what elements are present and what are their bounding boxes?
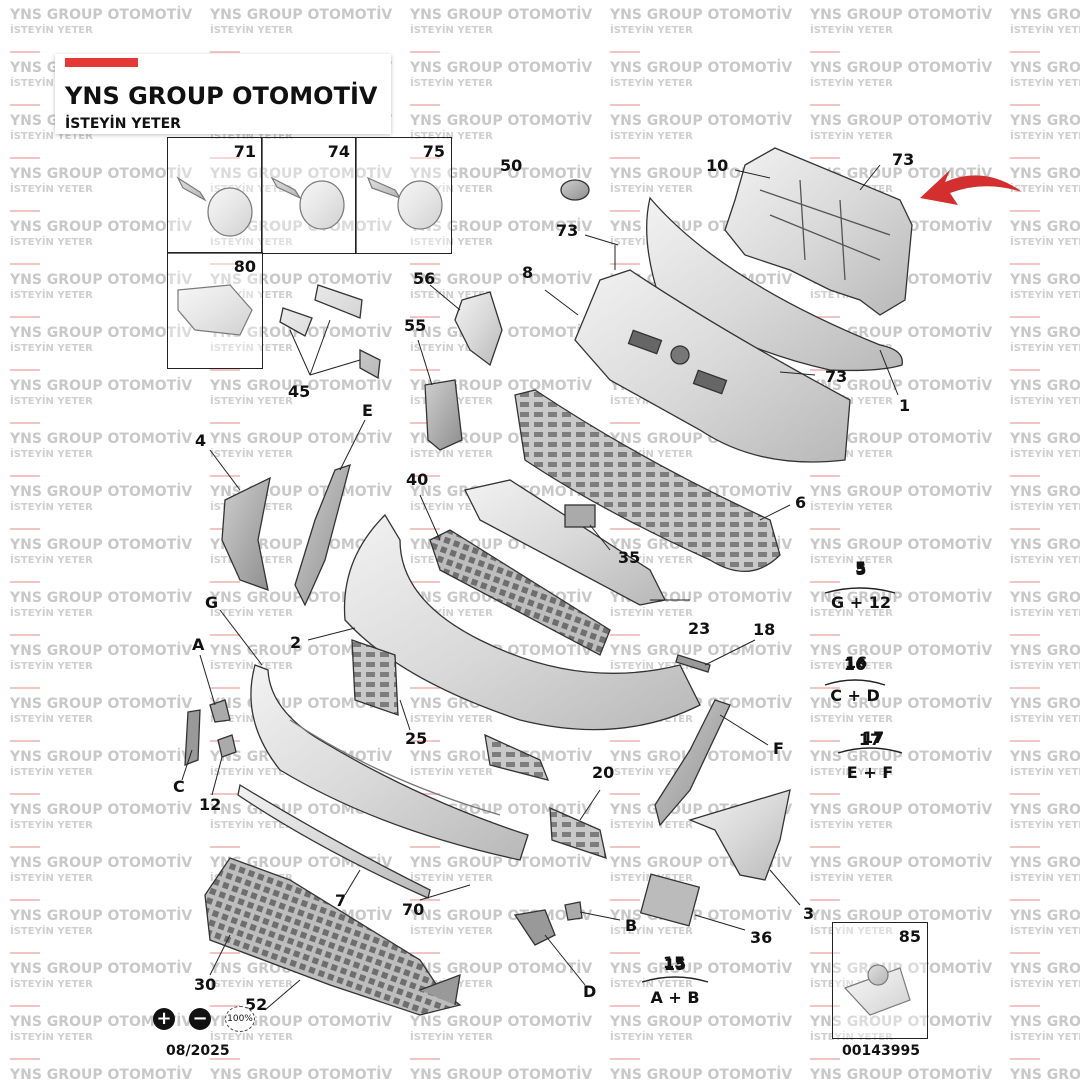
callout-label: 10 xyxy=(706,156,729,175)
part-30-underguard xyxy=(204,857,462,1016)
group-number: 15 xyxy=(663,955,687,974)
callout-label: 1 xyxy=(899,396,911,415)
callout-label: 2 xyxy=(290,633,302,652)
brand-logo: YNS GROUP OTOMOTİV İSTEYİN YETER xyxy=(55,54,391,134)
brand-accent-bar xyxy=(65,58,138,67)
part-45-clips xyxy=(279,284,381,380)
reference-number: 00143995 xyxy=(842,1043,920,1059)
inset-part-icons xyxy=(176,176,911,1016)
brand-subtitle: İSTEYİN YETER xyxy=(65,116,181,132)
inset-box-75: 75 xyxy=(355,137,452,254)
callout-label: 55 xyxy=(404,316,427,335)
group-parts: A + B xyxy=(650,988,700,1007)
callout-label: 45 xyxy=(288,382,311,401)
callout-label: 18 xyxy=(753,620,776,639)
part-18-pin xyxy=(675,654,711,673)
inset-number: 80 xyxy=(233,257,256,276)
group-label-15: 15 A + B xyxy=(637,955,713,1007)
part-F-bracket xyxy=(654,699,731,827)
inset-box-71: 71 xyxy=(167,137,263,254)
group-number: 5 xyxy=(855,560,867,579)
callout-label: C xyxy=(173,777,185,796)
inset-box-80: 80 xyxy=(167,252,263,369)
callout-label: 16 xyxy=(845,653,868,672)
zoom-in-button[interactable]: + xyxy=(153,1008,175,1030)
group-parts: C + D xyxy=(830,686,880,705)
callout-label: 25 xyxy=(405,729,428,748)
plastic-clip-icon xyxy=(177,284,253,336)
part-E-bracket xyxy=(294,464,351,607)
part-3-corner xyxy=(688,789,791,881)
part-35-plate xyxy=(564,504,596,528)
callout-label: E xyxy=(362,401,373,420)
part-55-duct xyxy=(424,379,463,451)
callout-label: 15 xyxy=(663,953,686,972)
inset-number: 75 xyxy=(422,142,445,161)
group-label-5: 5 G + 12 xyxy=(822,560,900,612)
callout-label: 56 xyxy=(413,269,436,288)
callout-label: 23 xyxy=(688,619,711,638)
part-A-clip xyxy=(209,699,231,723)
callout-label: 70 xyxy=(402,900,425,919)
part-36-panel xyxy=(639,873,701,927)
part-56-bracket xyxy=(454,291,503,367)
callout-label: 30 xyxy=(194,975,217,994)
part-12-clip xyxy=(217,734,237,758)
zoom-level-indicator[interactable]: 100% xyxy=(225,1006,255,1032)
flange-bolt-icon xyxy=(270,176,302,200)
callout-label: 73 xyxy=(556,221,579,240)
callout-label: 3 xyxy=(803,904,815,923)
callout-label: 5 xyxy=(855,558,867,577)
callout-label: 52 xyxy=(245,995,268,1014)
part-25-insert xyxy=(351,639,399,716)
callout-label: A xyxy=(192,635,205,654)
zoom-out-button[interactable]: − xyxy=(189,1008,211,1030)
flange-bolt-icon xyxy=(176,176,207,202)
part-20-insert xyxy=(484,733,607,859)
part-2-bumper-cover xyxy=(343,513,701,731)
group-parts: G + 12 xyxy=(831,593,891,612)
callout-label: 35 xyxy=(618,548,641,567)
part-C-bracket xyxy=(184,709,201,766)
part-8-reinforcement xyxy=(574,269,851,463)
inset-number: 71 xyxy=(233,142,256,161)
callout-label: 50 xyxy=(500,156,523,175)
part-4-side-bracket xyxy=(221,476,271,591)
group-number: 16 xyxy=(843,655,867,674)
callout-label: D xyxy=(583,982,597,1001)
date-label: 08/2025 xyxy=(166,1043,230,1059)
group-label-17: 17 E + F xyxy=(832,730,908,782)
part-10-upper-support xyxy=(724,147,913,316)
callout-label: F xyxy=(773,739,784,758)
callout-label: 7 xyxy=(335,891,347,910)
brand-title: YNS GROUP OTOMOTİV xyxy=(65,82,378,110)
inset-number: 85 xyxy=(898,927,921,946)
part-D-bracket xyxy=(513,909,556,946)
part-40-absorber xyxy=(429,529,611,656)
part-B-clip xyxy=(564,901,583,921)
red-pointer-arrow xyxy=(920,170,1022,205)
group-label-16: 16 C + D xyxy=(818,655,892,705)
inset-number: 74 xyxy=(327,142,350,161)
callout-label: 36 xyxy=(750,928,773,947)
part-6-grille xyxy=(514,389,781,572)
callout-label: G xyxy=(205,593,219,612)
callout-label: 12 xyxy=(199,795,222,814)
callout-label: 40 xyxy=(406,470,429,489)
inset-box-74: 74 xyxy=(261,137,357,254)
callout-label: 8 xyxy=(522,263,534,282)
callout-label: 4 xyxy=(195,431,207,450)
callout-label: 17 xyxy=(862,728,885,747)
part-50-emblem xyxy=(560,179,590,201)
callout-label: 6 xyxy=(795,493,807,512)
callout-label: B xyxy=(625,916,638,935)
callout-label: 73 xyxy=(825,367,848,386)
callout-label: 20 xyxy=(592,763,615,782)
group-number: 17 xyxy=(858,730,882,749)
callout-label: 73 xyxy=(892,150,915,169)
group-parts: E + F xyxy=(846,763,894,782)
inset-box-85: 85 xyxy=(832,922,928,1039)
